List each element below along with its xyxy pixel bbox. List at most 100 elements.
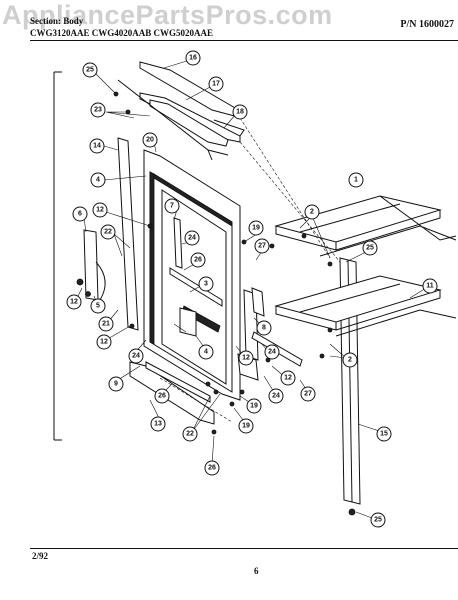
svg-text:19: 19 — [250, 403, 258, 410]
callout-16: 16 — [185, 50, 201, 66]
svg-text:24: 24 — [188, 235, 196, 242]
callout-22-top: 22 — [100, 224, 116, 240]
callout-5: 5 — [90, 298, 106, 314]
callout-24-a: 24 — [184, 230, 200, 246]
svg-text:22: 22 — [104, 229, 112, 236]
callout-8: 8 — [256, 320, 272, 336]
callout-6: 6 — [72, 206, 88, 222]
callout-19-low: 19 — [238, 418, 254, 434]
header-rule — [30, 40, 458, 41]
svg-text:9: 9 — [114, 381, 118, 388]
svg-text:1: 1 — [354, 177, 358, 184]
svg-text:26: 26 — [158, 393, 166, 400]
svg-text:21: 21 — [102, 321, 110, 328]
callout-4-top: 4 — [90, 172, 106, 188]
svg-text:4: 4 — [204, 349, 208, 356]
svg-text:15: 15 — [380, 431, 388, 438]
svg-text:24: 24 — [268, 349, 276, 356]
callout-12-b: 12 — [66, 294, 82, 310]
svg-text:23: 23 — [94, 107, 102, 114]
svg-text:3: 3 — [204, 281, 208, 288]
top-plate-assembly — [117, 61, 245, 161]
svg-text:2: 2 — [348, 357, 352, 364]
svg-text:20: 20 — [146, 137, 154, 144]
callout-19-bottom: 19 — [246, 398, 262, 414]
svg-text:25: 25 — [374, 517, 382, 524]
svg-text:14: 14 — [93, 143, 101, 150]
svg-text:24: 24 — [272, 393, 280, 400]
callout-2-top: 2 — [304, 204, 320, 220]
page-number: 6 — [254, 566, 259, 576]
callout-27-top: 27 — [254, 238, 270, 254]
svg-text:12: 12 — [70, 299, 78, 306]
svg-text:22: 22 — [186, 431, 194, 438]
callout-25-bottom: 25 — [370, 512, 386, 528]
svg-text:27: 27 — [304, 391, 312, 398]
left-hinge — [76, 229, 106, 301]
svg-text:17: 17 — [212, 81, 220, 88]
svg-text:24: 24 — [132, 353, 140, 360]
callout-24-d: 24 — [268, 388, 284, 404]
inner-panel — [161, 189, 227, 385]
svg-text:4: 4 — [96, 177, 100, 184]
callout-12-a: 12 — [92, 202, 108, 218]
svg-text:8: 8 — [262, 325, 266, 332]
callout-24-c: 24 — [128, 348, 144, 364]
svg-text:19: 19 — [252, 225, 260, 232]
svg-text:12: 12 — [242, 355, 250, 362]
callout-25-top: 25 — [82, 62, 98, 78]
callout-23: 23 — [90, 102, 106, 118]
svg-text:12: 12 — [284, 375, 292, 382]
callout-13: 13 — [150, 416, 166, 432]
svg-text:16: 16 — [189, 55, 197, 62]
callout-19-top: 19 — [248, 220, 264, 236]
svg-text:25: 25 — [86, 67, 94, 74]
svg-text:26: 26 — [194, 257, 202, 264]
svg-text:26: 26 — [208, 465, 216, 472]
part-number: P/N 1600027 — [400, 19, 454, 30]
callout-7: 7 — [164, 198, 180, 214]
svg-text:18: 18 — [236, 109, 244, 116]
svg-text:27: 27 — [258, 243, 266, 250]
svg-text:5: 5 — [96, 303, 100, 310]
svg-text:12: 12 — [96, 207, 104, 214]
svg-text:12: 12 — [100, 339, 108, 346]
svg-text:7: 7 — [170, 203, 174, 210]
callout-9: 9 — [108, 376, 124, 392]
callout-22-bottom: 22 — [182, 426, 198, 442]
callout-21: 21 — [98, 316, 114, 332]
callout-3: 3 — [198, 276, 214, 292]
callout-1: 1 — [348, 172, 364, 188]
callout-12-e: 12 — [238, 350, 254, 366]
callout-24-b: 24 — [264, 344, 280, 360]
callout-12-c: 12 — [96, 334, 112, 350]
watermark: AppliancePartsPros.com — [2, 0, 333, 30]
callout-18: 18 — [232, 104, 248, 120]
callout-20: 20 — [142, 132, 158, 148]
callout-26-b: 26 — [154, 388, 170, 404]
callout-2-bottom: 2 — [342, 352, 358, 368]
callout-4-bottom: 4 — [198, 344, 214, 360]
svg-text:11: 11 — [426, 283, 434, 290]
lower-rail — [274, 275, 457, 337]
svg-text:6: 6 — [78, 211, 82, 218]
upper-rail — [274, 195, 457, 257]
callout-11: 11 — [422, 278, 438, 294]
svg-text:19: 19 — [242, 423, 250, 430]
footer-date: 2/92 — [32, 551, 49, 561]
callout-25-mid: 25 — [362, 240, 378, 256]
svg-text:2: 2 — [310, 209, 314, 216]
callout-15: 15 — [376, 426, 392, 442]
section-title: Section: Body — [30, 16, 84, 26]
model-list: CWG3120AAE CWG4020AAB CWG5020AAE — [30, 28, 214, 38]
callout-27-bottom: 27 — [300, 386, 316, 402]
svg-text:13: 13 — [154, 421, 162, 428]
svg-text:25: 25 — [366, 245, 374, 252]
callout-17: 17 — [208, 76, 224, 92]
callout-26-a: 26 — [190, 252, 206, 268]
callout-26-c: 26 — [204, 460, 220, 476]
side-strip-14 — [117, 137, 139, 331]
footer-rule — [30, 548, 458, 549]
door-frame — [143, 149, 241, 401]
